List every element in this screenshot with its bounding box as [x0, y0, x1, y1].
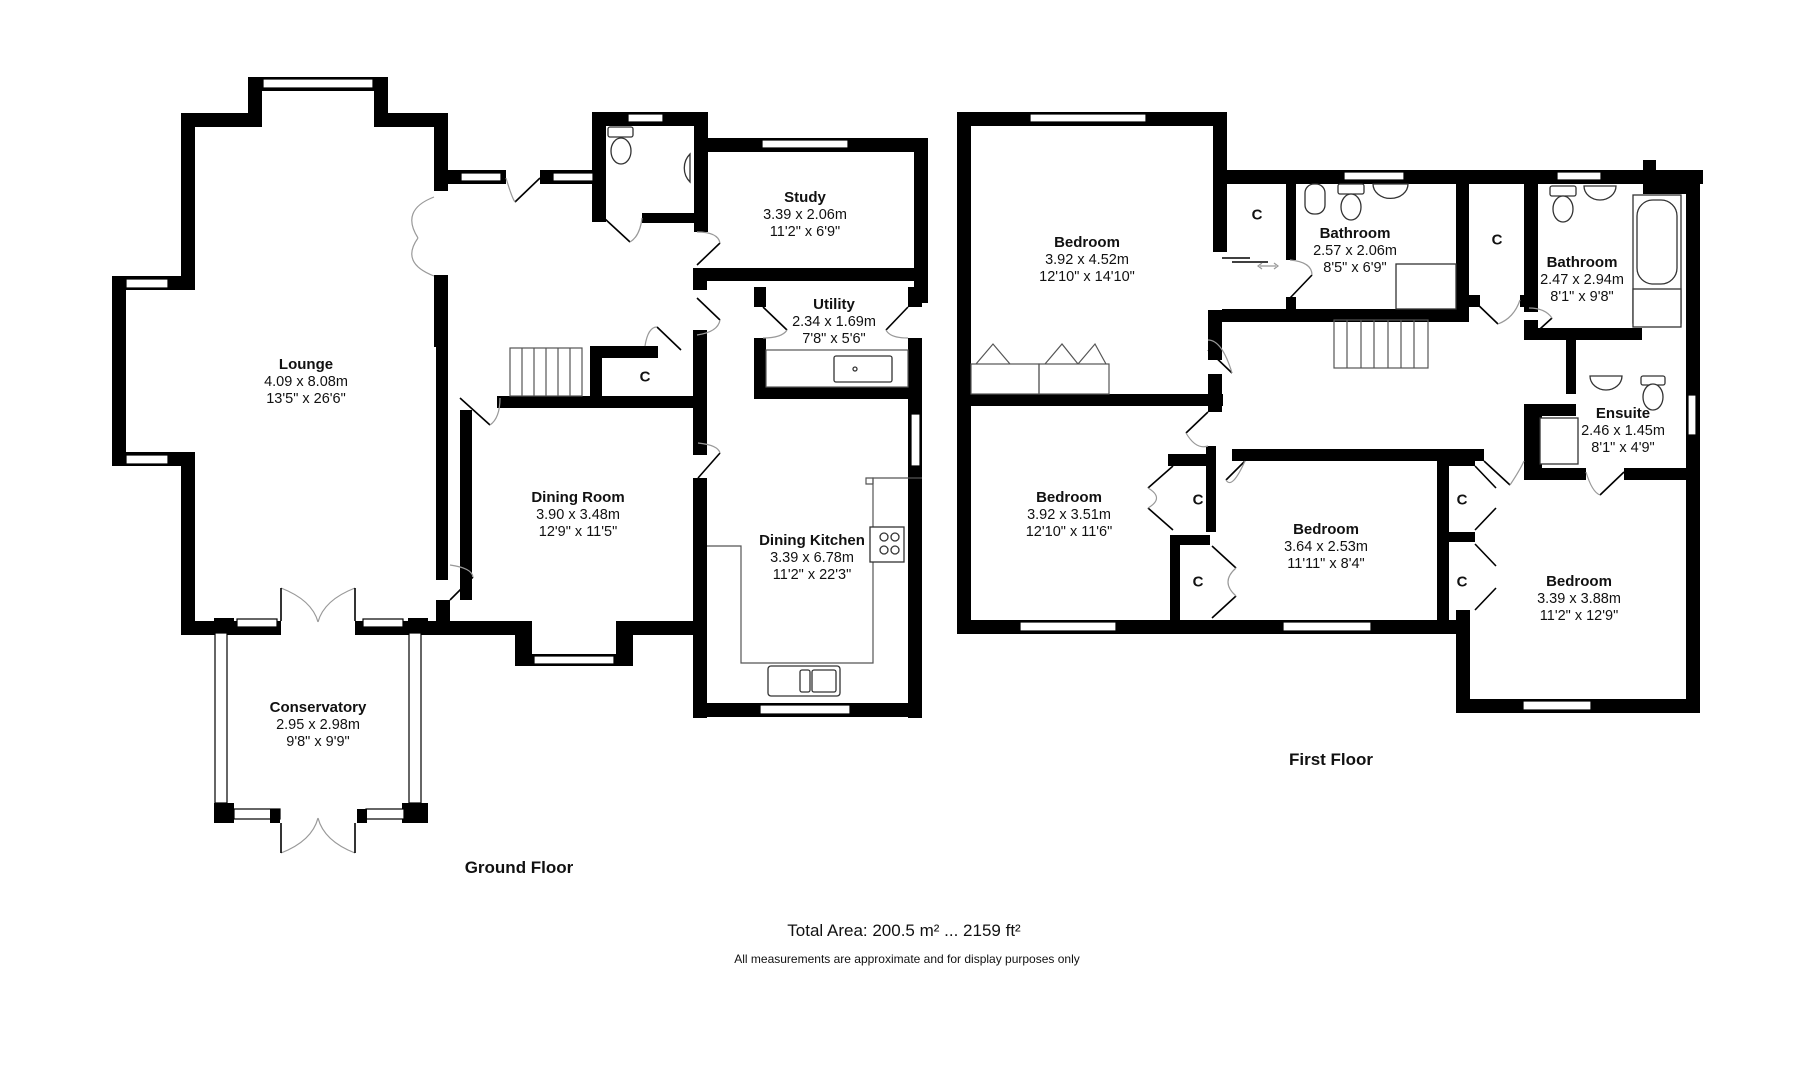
room-imperial: 12'10" x 11'6" [1025, 523, 1113, 540]
closet-label: C [1251, 206, 1263, 224]
first-floor-fixtures [970, 183, 1682, 465]
ground-floor-title: Ground Floor [464, 858, 574, 877]
first-floor-title: First Floor [1288, 750, 1374, 769]
first-floor-windows [1019, 113, 1697, 711]
room-metric: 3.39 x 3.88m [1537, 590, 1621, 607]
room-imperial: 8'1" x 9'8" [1550, 288, 1614, 305]
ground-floor-walls [112, 77, 928, 718]
room-imperial: 12'9" x 11'5" [538, 523, 618, 540]
room-imperial: 9'8" x 9'9" [286, 733, 350, 750]
total-area: Total Area: 200.5 m² ... 2159 ft² [787, 921, 1021, 940]
room-name: Dining Kitchen [759, 532, 865, 549]
ground-floor-windows [125, 78, 921, 715]
room-metric: 3.39 x 6.78m [770, 549, 854, 566]
ground-floor-doors [280, 177, 909, 854]
room-imperial: 11'2" x 22'3" [772, 566, 852, 583]
room-dining-room: Dining Room 3.90 x 3.48m 12'9" x 11'5" [531, 489, 624, 541]
room-bedroom-3: Bedroom 3.64 x 2.53m 11'11" x 8'4" [1284, 521, 1368, 573]
room-bathroom-2: Bathroom 2.47 x 2.94m 8'1" x 9'8" [1540, 254, 1624, 306]
closet-label: C [639, 368, 651, 386]
room-metric: 2.95 x 2.98m [276, 716, 360, 733]
room-imperial: 8'1" x 4'9" [1591, 439, 1655, 456]
room-metric: 3.39 x 2.06m [763, 206, 847, 223]
room-metric: 3.64 x 2.53m [1284, 538, 1368, 555]
first-floor-doors [1147, 257, 1625, 619]
room-metric: 3.92 x 3.51m [1027, 506, 1111, 523]
room-name: Study [784, 189, 826, 206]
room-name: Bedroom [1293, 521, 1359, 538]
room-imperial: 11'2" x 12'9" [1539, 607, 1619, 624]
room-utility: Utility 2.34 x 1.69m 7'8" x 5'6" [792, 296, 876, 348]
room-bedroom-1: Bedroom 3.92 x 4.52m 12'10" x 14'10" [1039, 234, 1135, 286]
room-imperial: 11'2" x 6'9" [769, 223, 841, 240]
room-name: Bedroom [1054, 234, 1120, 251]
room-study: Study 3.39 x 2.06m 11'2" x 6'9" [763, 189, 847, 241]
room-dining-kitchen: Dining Kitchen 3.39 x 6.78m 11'2" x 22'3… [759, 532, 865, 584]
room-bathroom-1: Bathroom 2.57 x 2.06m 8'5" x 6'9" [1313, 225, 1397, 277]
room-imperial: 8'5" x 6'9" [1323, 259, 1387, 276]
closet-label: C [1456, 573, 1468, 591]
room-bedroom-2: Bedroom 3.92 x 3.51m 12'10" x 11'6" [1026, 489, 1113, 541]
conservatory-frame [214, 618, 428, 823]
room-name: Bathroom [1546, 254, 1618, 271]
room-metric: 2.47 x 2.94m [1540, 271, 1624, 288]
room-name: Utility [813, 296, 855, 313]
room-metric: 2.57 x 2.06m [1313, 242, 1397, 259]
room-name: Dining Room [531, 489, 625, 506]
room-lounge: Lounge 4.09 x 8.08m 13'5" x 26'6" [264, 356, 348, 408]
closet-label: C [1491, 231, 1503, 249]
room-imperial: 11'11" x 8'4" [1287, 555, 1365, 572]
room-name: Ensuite [1595, 405, 1651, 422]
room-ensuite: Ensuite 2.46 x 1.45m 8'1" x 4'9" [1581, 405, 1665, 457]
room-name: Bedroom [1546, 573, 1612, 590]
room-metric: 3.90 x 3.48m [536, 506, 620, 523]
disclaimer: All measurements are approximate and for… [734, 952, 1080, 966]
room-bedroom-4: Bedroom 3.39 x 3.88m 11'2" x 12'9" [1537, 573, 1621, 625]
room-metric: 2.34 x 1.69m [792, 313, 876, 330]
room-name: Bedroom [1036, 489, 1102, 506]
room-name: Lounge [278, 356, 334, 373]
room-metric: 3.92 x 4.52m [1045, 251, 1129, 268]
room-imperial: 13'5" x 26'6" [266, 390, 346, 407]
closet-label: C [1192, 491, 1204, 509]
room-metric: 2.46 x 1.45m [1581, 422, 1665, 439]
closet-label: C [1192, 573, 1204, 591]
closet-label: C [1456, 491, 1468, 509]
ground-floor-fixtures [509, 126, 922, 697]
room-imperial: 12'10" x 14'10" [1039, 268, 1135, 285]
room-name: Bathroom [1319, 225, 1391, 242]
room-imperial: 7'8" x 5'6" [802, 330, 866, 347]
room-conservatory: Conservatory 2.95 x 2.98m 9'8" x 9'9" [270, 699, 367, 751]
room-name: Conservatory [269, 699, 367, 716]
room-metric: 4.09 x 8.08m [264, 373, 348, 390]
